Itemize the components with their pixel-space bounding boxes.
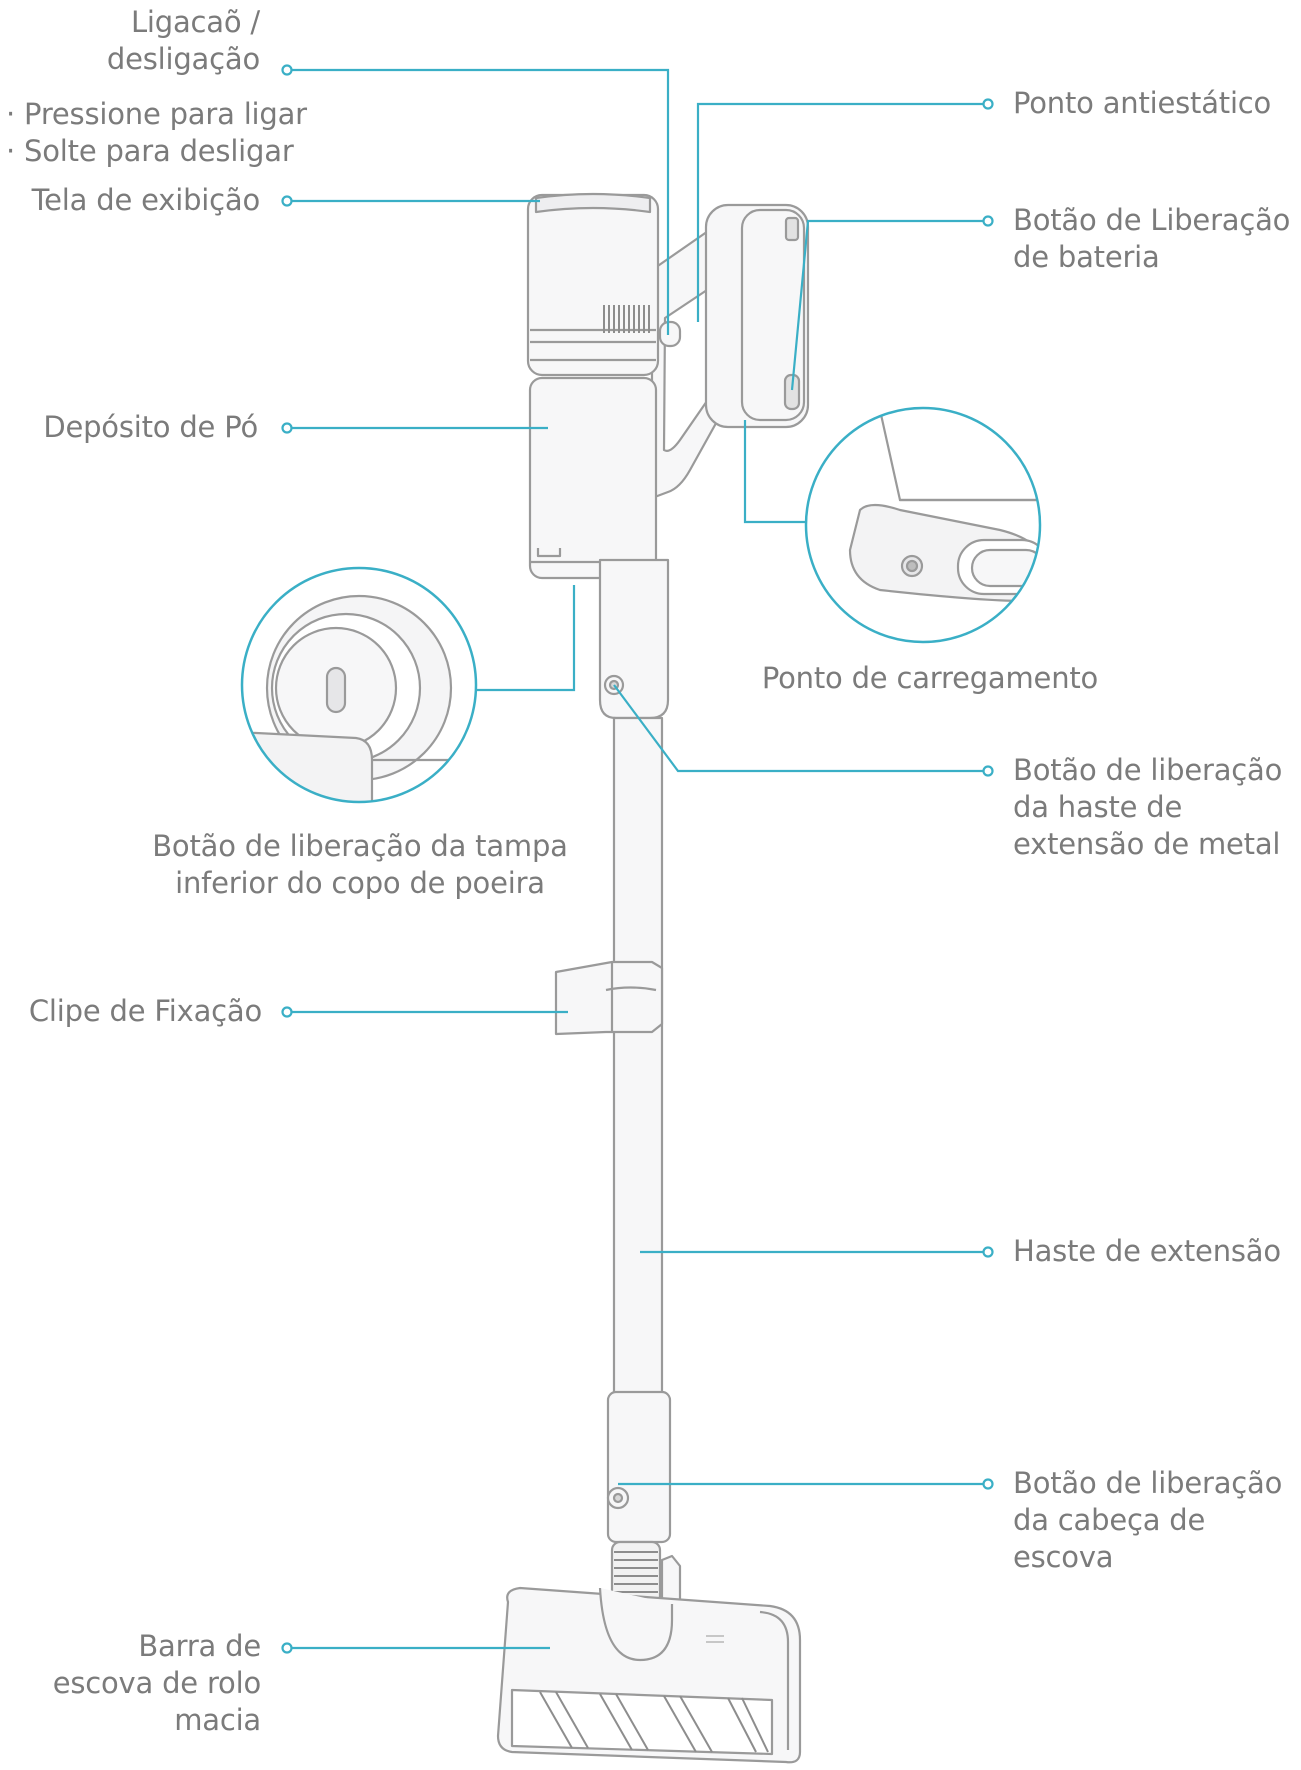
- label-power-note1: · Pressione para ligar: [6, 97, 307, 131]
- label-display: Tela de exibição: [31, 182, 261, 219]
- label-roller-line1: Barra de: [138, 1629, 261, 1663]
- label-power-line1: Ligacaõ /: [130, 5, 260, 39]
- label-metal-line1: Botão de liberação: [1013, 753, 1283, 787]
- label-roller-line3: macia: [174, 1703, 261, 1737]
- lower-sleeve: [606, 1390, 672, 1544]
- extension-tube: [612, 716, 664, 1400]
- label-roller-bar: Barra de escova de rolo macia: [53, 1628, 261, 1739]
- label-metal-line2: da haste de: [1013, 790, 1183, 824]
- leader-dots: [281, 64, 994, 1654]
- label-roller-line2: escova de rolo: [52, 1666, 261, 1700]
- label-charging-text: Ponto de carregamento: [761, 661, 1099, 695]
- display-top: [534, 192, 652, 214]
- roller-brush: [510, 1688, 774, 1756]
- label-power: Ligacaõ / desligação: [107, 4, 260, 78]
- vent-grille: [603, 305, 650, 333]
- label-dust-bin-text: Depósito de Pó: [43, 410, 258, 444]
- label-brushhead-line2: da cabeça de: [1013, 1503, 1206, 1537]
- label-metal-tube-release: Botão de liberação da haste de extensão …: [1013, 752, 1282, 863]
- dust-cup: [528, 376, 658, 580]
- detail-charging-port: [804, 406, 1042, 644]
- label-dust-bin: Depósito de Pó: [43, 409, 258, 446]
- charging-port-small: [783, 373, 801, 411]
- label-power-note2: · Solte para desligar: [6, 134, 294, 168]
- power-trigger: [658, 320, 682, 348]
- battery-release-button: [784, 216, 800, 242]
- label-antistatic: Ponto antiestático: [1013, 85, 1271, 122]
- motor-body: [526, 193, 660, 377]
- label-charging: Ponto de carregamento: [760, 660, 1100, 697]
- battery-pack-inner: [740, 208, 806, 422]
- leader-lines: [287, 68, 988, 1650]
- label-brushhead-line1: Botão de liberação: [1013, 1466, 1283, 1500]
- label-bottom-cover-line1: Botão de liberação da tampa: [152, 829, 568, 863]
- label-brush-head-release: Botão de liberação da cabeça de escova: [1013, 1465, 1282, 1576]
- label-extension-text: Haste de extensão: [1013, 1234, 1281, 1268]
- label-battery-release: Botão de Liberação de bateria: [1013, 202, 1290, 276]
- label-extension-tube: Haste de extensão: [1013, 1233, 1281, 1270]
- label-metal-line3: extensão de metal: [1013, 827, 1281, 861]
- label-bottom-cover-line2: inferior do copo de poeira: [175, 866, 545, 900]
- label-display-text: Tela de exibição: [31, 183, 261, 217]
- label-antistatic-text: Ponto antiestático: [1013, 86, 1272, 120]
- label-clip: Clipe de Fixação: [29, 993, 262, 1030]
- detail-dustcup-bottom: [240, 566, 478, 804]
- vacuum-illustration: [496, 192, 810, 1764]
- label-bottom-cover-release: Botão de liberação da tampa inferior do …: [130, 828, 590, 902]
- label-power-notes: · Pressione para ligar · Solte para desl…: [6, 96, 307, 170]
- label-brushhead-line3: escova: [1013, 1540, 1114, 1574]
- label-clip-text: Clipe de Fixação: [28, 994, 262, 1028]
- label-power-line2: desligação: [106, 42, 260, 76]
- label-battery-line1: Botão de Liberação: [1013, 203, 1291, 237]
- label-battery-line2: de bateria: [1013, 240, 1160, 274]
- fixation-clip: [554, 960, 664, 1036]
